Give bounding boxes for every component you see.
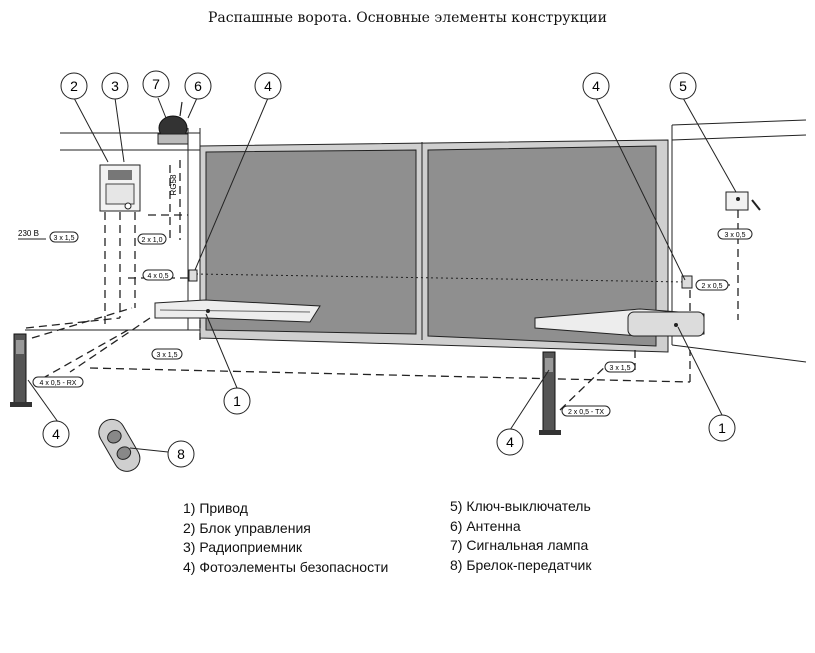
gate-leaf-left xyxy=(205,149,417,335)
cable-label-4x05-rx: 4 x 0,5 - RX xyxy=(32,376,84,388)
svg-text:4: 4 xyxy=(592,78,600,94)
svg-text:7: 7 xyxy=(152,76,160,92)
callout-4-top-left: 4 xyxy=(254,72,282,100)
legend-item-6: 6) Антенна xyxy=(450,517,521,534)
actuator-left xyxy=(154,299,321,323)
gate xyxy=(195,139,687,353)
diagram-title: Распашные ворота. Основные элементы конс… xyxy=(208,10,607,26)
cable-label-2x05-tx: 2 x 0,5 - TX xyxy=(561,405,611,417)
svg-text:3 x 1,5: 3 x 1,5 xyxy=(156,352,177,359)
svg-text:2 x 0,5: 2 x 0,5 xyxy=(701,283,722,290)
cable-routes xyxy=(25,160,739,411)
control-box xyxy=(99,164,141,212)
cable-label-3x15-a: 3 x 1,5 xyxy=(49,231,79,243)
callout-3: 3 xyxy=(101,72,129,100)
svg-text:8: 8 xyxy=(177,446,185,462)
key-fob xyxy=(98,418,141,472)
callout-6: 6 xyxy=(184,72,212,100)
cable-label-3x15-c: 3 x 1,5 xyxy=(604,361,636,373)
cable-rg58: RG58 xyxy=(169,174,178,195)
photocell-column-left xyxy=(10,333,32,407)
gate-leaf-right xyxy=(427,145,657,347)
legend-item-2: 2) Блок управления xyxy=(183,519,311,536)
svg-text:1: 1 xyxy=(718,420,726,436)
right-wall xyxy=(671,119,807,363)
cable-label-2x10: 2 x 1,0 xyxy=(137,233,167,245)
left-wall xyxy=(25,128,201,331)
legend-left: 1) Привод 2) Блок управления 3) Радиопри… xyxy=(183,499,388,577)
svg-text:2: 2 xyxy=(70,78,78,94)
legend-item-8: 8) Брелок-передатчик xyxy=(450,556,592,573)
legend-item-4: 4) Фотоэлементы безопасности xyxy=(183,558,389,575)
svg-text:3 x 1,5: 3 x 1,5 xyxy=(609,365,630,372)
callout-4-bottom-right: 4 xyxy=(496,428,524,456)
photocell-left-wall xyxy=(188,269,198,282)
svg-text:4 x 0,5: 4 x 0,5 xyxy=(147,273,168,280)
svg-text:6: 6 xyxy=(194,78,202,94)
callout-4-bottom-left: 4 xyxy=(42,420,70,448)
legend-item-7: 7) Сигнальная лампа xyxy=(450,537,589,553)
photocell-column-right xyxy=(539,351,561,435)
svg-text:2 x 0,5 - TX: 2 x 0,5 - TX xyxy=(568,409,604,416)
svg-text:4: 4 xyxy=(52,426,60,442)
svg-text:4 x 0,5 - RX: 4 x 0,5 - RX xyxy=(40,380,77,387)
leader-lines xyxy=(27,97,737,453)
svg-text:4: 4 xyxy=(506,434,514,450)
cable-label-3x05: 3 x 0,5 xyxy=(717,228,753,240)
callout-8: 8 xyxy=(167,440,195,468)
svg-text:1: 1 xyxy=(233,393,241,409)
svg-text:3: 3 xyxy=(111,78,119,94)
legend-item-3: 3) Радиоприемник xyxy=(183,539,303,555)
callout-4-top-right: 4 xyxy=(582,72,610,100)
svg-text:2 x 1,0: 2 x 1,0 xyxy=(141,237,162,244)
legend-right: 5) Ключ-выключатель 6) Антенна 7) Сигнал… xyxy=(450,497,591,575)
svg-text:3 x 0,5: 3 x 0,5 xyxy=(724,232,745,239)
legend-item-1: 1) Привод xyxy=(183,500,248,516)
callout-5: 5 xyxy=(669,72,697,100)
callout-2: 2 xyxy=(60,72,88,100)
cable-label-4x05: 4 x 0,5 xyxy=(142,269,174,281)
svg-text:230 В: 230 В xyxy=(18,229,39,238)
callout-1-right: 1 xyxy=(708,414,736,442)
signal-lamp xyxy=(157,101,189,145)
photocell-right-wall xyxy=(681,275,693,289)
svg-text:5: 5 xyxy=(679,78,687,94)
cable-label-3x15-b: 3 x 1,5 xyxy=(151,348,183,360)
legend-item-5: 5) Ключ-выключатель xyxy=(450,498,591,514)
svg-text:4: 4 xyxy=(264,78,272,94)
svg-text:3 x 1,5: 3 x 1,5 xyxy=(53,235,74,242)
key-switch xyxy=(725,191,761,211)
cable-label-2x05: 2 x 0,5 xyxy=(695,279,729,291)
callout-1-left: 1 xyxy=(223,387,251,415)
cable-power-label: 230 В xyxy=(18,229,46,240)
callout-7: 7 xyxy=(142,70,170,98)
actuator-right xyxy=(534,308,705,337)
